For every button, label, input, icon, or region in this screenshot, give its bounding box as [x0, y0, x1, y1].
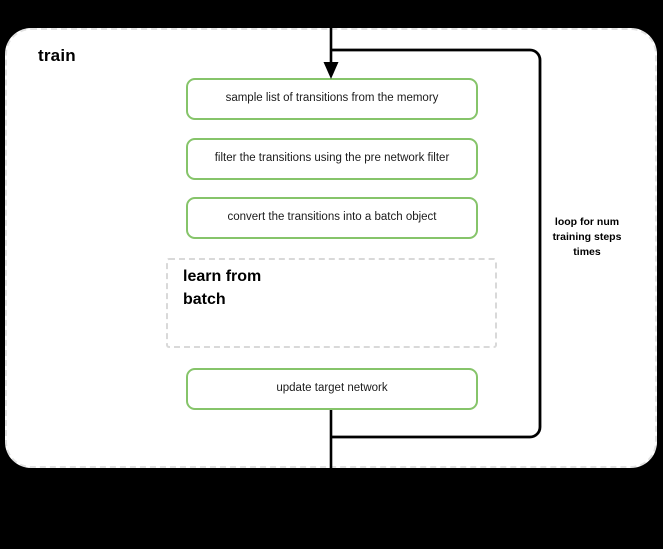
step-box-convert[interactable]: convert the transitions into a batch obj…	[186, 197, 478, 239]
step-box-update-target-network[interactable]: update target network	[186, 368, 478, 410]
step-label-sample: sample list of transitions from the memo…	[225, 92, 439, 105]
learn-from-batch-block[interactable]: learn from batch	[166, 258, 497, 348]
step-box-filter[interactable]: filter the transitions using the pre net…	[186, 138, 478, 180]
train-title: train	[38, 46, 76, 65]
step-label-filter: filter the transitions using the pre net…	[214, 152, 450, 165]
step-label-update-target-network: update target network	[276, 382, 388, 395]
loop-caption: loop for num training steps times	[552, 216, 622, 258]
step-label-convert: convert the transitions into a batch obj…	[227, 211, 437, 224]
learn-from-batch-title: learn from batch	[183, 268, 262, 308]
step-box-sample[interactable]: sample list of transitions from the memo…	[186, 78, 478, 120]
